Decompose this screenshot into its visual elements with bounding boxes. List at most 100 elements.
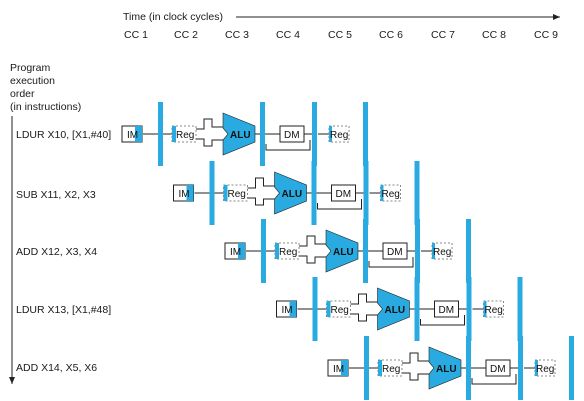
cycle-label: CC 6 — [379, 29, 403, 41]
pipeline-register — [466, 277, 472, 341]
im-shade — [135, 126, 142, 142]
reg-shade — [326, 301, 331, 317]
im-shade — [341, 360, 348, 376]
pipeline-register — [466, 336, 471, 400]
reg-shade — [432, 243, 435, 259]
reg-shade — [275, 243, 279, 259]
cycle-label: CC 9 — [534, 29, 558, 41]
reg-label: Reg — [279, 247, 297, 258]
dm-box — [331, 184, 356, 202]
alu-shape — [222, 112, 256, 156]
alu-label: ALU — [436, 364, 457, 375]
reg-shade — [378, 360, 382, 376]
instruction-label: ADD X14, X5, X6 — [16, 362, 98, 374]
reg-shade — [535, 360, 538, 376]
cycle-label: CC 1 — [124, 29, 148, 41]
wire — [299, 235, 326, 247]
reg-label: Reg — [228, 189, 246, 200]
wire — [368, 257, 414, 268]
pipeline-register — [414, 161, 420, 225]
pipeline-register — [363, 161, 369, 225]
reg-shade — [223, 185, 228, 201]
reg-shade — [380, 185, 384, 201]
pipeline-register — [517, 277, 523, 341]
wire — [471, 374, 517, 385]
im-label: IM — [179, 189, 190, 200]
dm-box — [279, 125, 305, 143]
reg-label: Reg — [382, 189, 400, 200]
reg-shade — [483, 301, 487, 317]
reg-shade — [172, 126, 176, 142]
wire — [299, 255, 326, 264]
im-shade — [238, 243, 245, 259]
program-order-label: Program execution order (in instructions… — [10, 62, 81, 114]
reg-label: Reg — [176, 130, 194, 141]
wire — [196, 118, 223, 130]
alu-label: ALU — [230, 130, 251, 141]
order-label-line: (in instructions) — [10, 101, 82, 113]
alu-shape — [428, 346, 462, 390]
pipeline-register — [363, 219, 368, 283]
pipeline-register — [158, 102, 163, 166]
im-shade — [289, 301, 297, 317]
alu-shape — [325, 229, 359, 273]
im-label: IM — [282, 305, 293, 316]
pipeline-register — [518, 336, 523, 400]
pipeline-register — [466, 219, 471, 283]
wire — [265, 140, 311, 151]
reg-shade — [329, 126, 332, 142]
dm-label: DM — [490, 364, 506, 375]
alu-shape — [274, 171, 307, 215]
cycle-label: CC 7 — [431, 29, 455, 41]
pipeline-register — [414, 277, 420, 341]
pipeline-register — [209, 161, 215, 225]
alu-label: ALU — [282, 189, 303, 200]
im-label: IM — [333, 364, 344, 375]
cycle-label: CC 2 — [174, 29, 198, 41]
pipeline-register — [415, 219, 420, 283]
reg-label: Reg — [331, 305, 349, 316]
pipeline-register — [312, 277, 318, 341]
cycle-label: CC 3 — [225, 29, 249, 41]
reg-label: Reg — [536, 364, 554, 375]
dm-box — [434, 300, 459, 318]
pipeline-register — [261, 219, 266, 283]
im-label: IM — [230, 247, 241, 258]
cycle-label: CC 8 — [482, 29, 506, 41]
pipeline-register — [312, 102, 317, 166]
wire — [420, 315, 465, 326]
im-shade — [186, 185, 194, 201]
alu-label: ALU — [385, 305, 406, 316]
wire — [402, 352, 429, 364]
dm-label: DM — [284, 130, 300, 141]
reg-label: Reg — [382, 364, 400, 375]
pipeline-register — [311, 161, 317, 225]
im-label: IM — [127, 130, 138, 141]
pipeline-register — [364, 336, 369, 400]
time-axis-label: Time (in clock cycles) — [123, 11, 223, 23]
alu-label: ALU — [333, 247, 354, 258]
wire — [247, 177, 275, 189]
instruction-label: SUB X11, X2, X3 — [16, 189, 96, 201]
instruction-label: LDUR X13, [X1,#48] — [16, 304, 112, 316]
reg-label: Reg — [433, 247, 451, 258]
instruction-label: LDUR X10, [X1,#40] — [16, 129, 112, 141]
instruction-label: ADD X12, X3, X4 — [16, 246, 98, 258]
order-label-line: execution — [10, 75, 55, 87]
pipeline-register — [569, 336, 574, 400]
alu-shape — [377, 287, 410, 331]
wire — [196, 138, 223, 147]
wire — [350, 293, 378, 305]
order-label-line: order — [10, 88, 35, 100]
dm-box — [382, 242, 408, 260]
reg-label: Reg — [485, 305, 503, 316]
wire — [247, 197, 275, 206]
wire — [402, 372, 429, 381]
reg-label: Reg — [330, 130, 348, 141]
wire — [350, 313, 378, 322]
dm-box — [485, 359, 511, 377]
pipeline-register — [260, 102, 265, 166]
order-label-line: Program — [10, 62, 51, 74]
